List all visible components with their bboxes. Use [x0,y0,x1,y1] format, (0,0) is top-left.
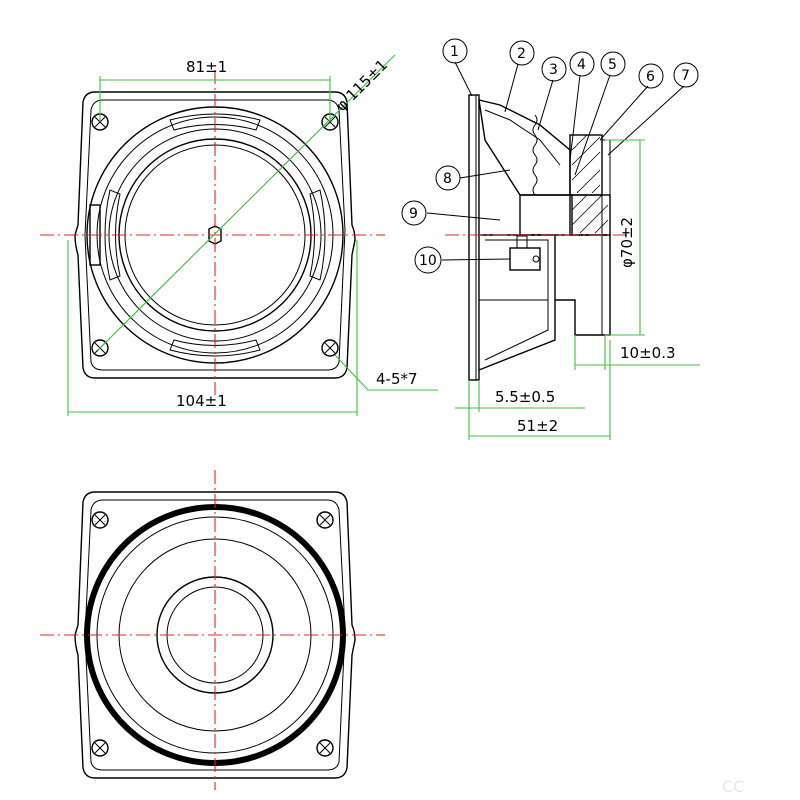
front-frame-outline [74,91,356,379]
dim-70-label: φ70±2 [618,217,636,268]
part-number-2: 2 [509,40,535,66]
leader-8 [459,169,511,179]
svg-text:10: 10 [419,253,437,269]
dim-51-label: 51±2 [517,417,558,435]
side-terminal-hole [532,255,540,263]
side-top-plate-hatch [571,134,601,194]
dim-10-label: 10±0.3 [620,344,676,362]
leader-7 [607,85,685,156]
part-number-3: 3 [541,56,567,82]
part-number-4: 4 [569,51,595,77]
svg-text:2: 2 [517,46,526,62]
side-spider [532,114,538,196]
part-number-1: 1 [442,38,468,64]
leader-1 [454,61,473,97]
watermark: CC [722,777,744,796]
leader-3 [537,79,554,131]
svg-text:3: 3 [549,62,558,78]
side-magnet-hatch [571,194,609,234]
rear-hole-tl [91,511,109,529]
leader-10 [441,258,511,261]
rear-hole-tr [316,511,334,529]
mount-hole-br [321,339,339,357]
dim-115-label: φ 115±1 [332,56,391,115]
dim-holes-leader [334,354,438,391]
svg-text:9: 9 [409,206,418,222]
svg-text:6: 6 [646,69,655,85]
part-number-9: 9 [401,200,427,226]
svg-text:5: 5 [608,57,617,73]
dim-104-label: 104±1 [176,392,227,410]
rear-frame-inner [84,499,346,771]
part-number-8: 8 [435,165,461,191]
basket-window-right [309,189,326,281]
side-cone-upper [478,99,571,196]
leader-9 [426,212,501,221]
side-magnet [569,194,611,236]
front-frame-inner [84,99,346,371]
part-number-5: 5 [600,51,626,77]
side-back-plate [555,234,611,336]
dim-115-line [97,54,396,351]
dim-81-label: 81±1 [186,58,227,76]
svg-text:7: 7 [681,68,690,84]
side-terminal-lug [516,235,528,249]
svg-text:8: 8 [443,171,452,187]
side-view: 1 2 3 4 5 6 7 8 9 10 φ70±2 10±0.3 5.5±0.… [401,38,700,440]
basket-window-top [169,113,261,131]
dim-holes-label: 4-5*7 [376,370,418,388]
side-magnet-side [601,139,611,336]
basket-window-bottom [169,339,261,357]
svg-text:4: 4 [577,57,586,73]
rear-hole-bl [91,739,109,757]
part-number-10: 10 [414,246,442,274]
svg-text:1: 1 [450,44,459,60]
side-pole [519,194,573,236]
side-basket-lower [478,234,556,371]
side-terminal [509,247,541,271]
dim-5-5-label: 5.5±0.5 [495,388,555,406]
leader-6 [599,85,649,141]
side-flange [468,94,480,381]
rear-hole-br [316,739,334,757]
leader-5 [574,74,611,176]
side-cone-upper-inner [484,109,561,166]
part-number-6: 6 [638,63,664,89]
leader-2 [504,63,519,113]
basket-window-left [104,189,121,281]
front-view: 81±1 φ 115±1 104±1 4-5*7 [40,54,438,416]
leader-4 [569,74,581,161]
rear-frame-outline [74,491,356,779]
part-number-7: 7 [673,62,699,88]
rear-view [40,470,385,790]
